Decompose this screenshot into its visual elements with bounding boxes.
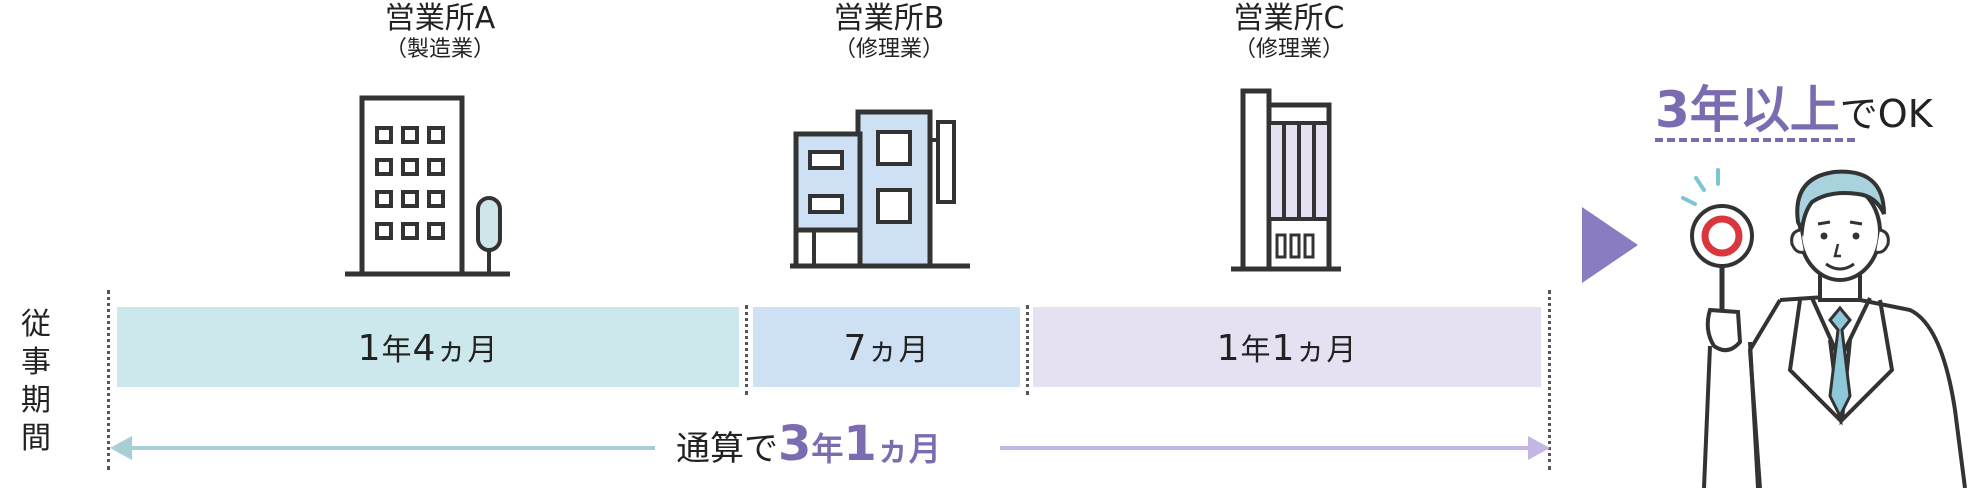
duration-a-label: 1年4ヵ月 <box>357 328 499 369</box>
building-b-icon <box>790 109 970 269</box>
duration-bar-b: 7ヵ月 <box>753 307 1020 387</box>
divider-ab <box>745 305 748 395</box>
total-period: 通算で3年1ヵ月 <box>676 416 941 472</box>
result-highlight: 3年以上 <box>1655 81 1840 139</box>
period-label-line2: 期間 <box>21 383 51 456</box>
office-c-type: （修理業） <box>1233 37 1344 62</box>
total-years: 3 <box>778 416 812 472</box>
duration-bar-a: 1年4ヵ月 <box>117 307 739 387</box>
total-arrow <box>110 436 1550 460</box>
sparkle-icon <box>1681 168 1720 206</box>
office-b-name: 営業所B <box>833 1 945 36</box>
total-year-unit: 年 <box>811 430 844 468</box>
divider-start <box>107 290 110 470</box>
duration-bar-c: 1年1ヵ月 <box>1033 307 1541 387</box>
office-c-name: 営業所C <box>1233 1 1345 36</box>
total-month-unit: ヵ月 <box>876 430 941 468</box>
arrow-left-head <box>110 436 132 460</box>
office-a-name: 営業所A <box>384 1 496 36</box>
office-b-type: （修理業） <box>833 37 944 62</box>
period-label: 従事 期間 <box>16 306 56 458</box>
total-prefix: 通算で <box>676 429 778 469</box>
businessman-icon <box>1681 168 1967 488</box>
office-c-header: 営業所C （修理業） <box>1159 2 1419 64</box>
office-b-header: 営業所B （修理業） <box>759 2 1019 64</box>
duration-b-label: 7ヵ月 <box>843 328 930 369</box>
office-a-header: 営業所A （製造業） <box>310 2 570 64</box>
duration-c-label: 1年1ヵ月 <box>1216 328 1358 369</box>
divider-bc <box>1026 305 1029 395</box>
result-headline: 3年以上でOK <box>1655 70 1933 142</box>
total-months: 1 <box>843 416 877 472</box>
play-triangle-icon <box>1582 207 1638 283</box>
divider-end <box>1548 290 1551 470</box>
building-c-icon <box>1231 88 1341 272</box>
building-a-icon <box>345 95 510 277</box>
ok-paddle-icon <box>1690 204 1754 310</box>
period-label-line1: 従事 <box>21 307 51 380</box>
arrow-right-head <box>1528 436 1550 460</box>
result-suffix: でOK <box>1839 92 1933 136</box>
result-dashed-underline <box>1655 138 1855 142</box>
office-a-type: （製造業） <box>384 37 495 62</box>
